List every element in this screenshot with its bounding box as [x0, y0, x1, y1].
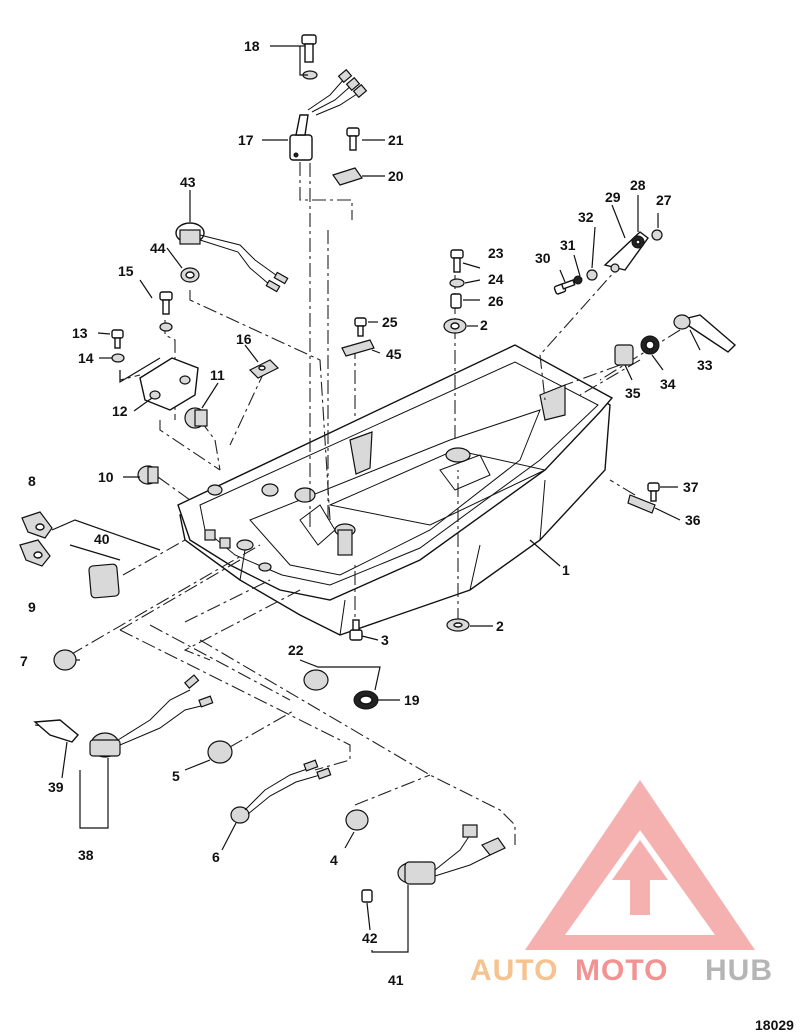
- callout-19: 19: [404, 692, 420, 708]
- parts-bottom: [33, 618, 506, 903]
- callout-20: 20: [388, 168, 404, 184]
- callout-24: 24: [488, 271, 504, 287]
- callout-8: 8: [28, 473, 36, 489]
- callout-44: 44: [150, 240, 166, 256]
- callout-13: 13: [72, 325, 88, 341]
- callout-leaders: [51, 45, 701, 953]
- callout-29: 29: [605, 189, 621, 205]
- callout-16: 16: [236, 331, 252, 347]
- callout-33: 33: [697, 357, 713, 373]
- callout-10: 10: [98, 469, 114, 485]
- callout-27: 27: [656, 192, 672, 208]
- callout-7: 7: [20, 653, 28, 669]
- callout-26: 26: [488, 293, 504, 309]
- callout-15: 15: [118, 263, 134, 279]
- callout-34: 34: [660, 376, 676, 392]
- callout-45: 45: [386, 346, 402, 362]
- callout-25: 25: [382, 314, 398, 330]
- bottom-cowl: [177, 344, 614, 636]
- callout-39: 39: [48, 779, 64, 795]
- callout-31: 31: [560, 237, 576, 253]
- callout-28: 28: [630, 177, 646, 193]
- callout-32: 32: [578, 209, 594, 225]
- callout-36: 36: [685, 512, 701, 528]
- callout-labels: 1 2 2 3 4 5 6 7 8 9 10 11 12 13 14 15 16…: [20, 38, 713, 988]
- callout-5: 5: [172, 768, 180, 784]
- logo-text-auto: AUTO: [470, 954, 558, 987]
- callout-4: 4: [330, 852, 338, 868]
- callout-18: 18: [244, 38, 260, 54]
- callout-22: 22: [288, 642, 304, 658]
- callout-43: 43: [180, 174, 196, 190]
- callout-1: 1: [562, 562, 570, 578]
- callout-42: 42: [362, 930, 378, 946]
- callout-30: 30: [535, 250, 551, 266]
- callout-2-upper: 2: [480, 317, 488, 333]
- parts-top: [19, 34, 737, 599]
- callout-37: 37: [683, 479, 699, 495]
- callout-17: 17: [238, 132, 254, 148]
- callout-6: 6: [212, 849, 220, 865]
- callout-21: 21: [388, 132, 404, 148]
- callout-35: 35: [625, 385, 641, 401]
- callout-9: 9: [28, 599, 36, 615]
- callout-12: 12: [112, 403, 128, 419]
- callout-41: 41: [388, 972, 404, 988]
- figure-number: 18029: [755, 1017, 794, 1033]
- callout-23: 23: [488, 245, 504, 261]
- callout-3: 3: [381, 632, 389, 648]
- callout-14: 14: [78, 350, 94, 366]
- automotohub-logo: AUTO MOTO HUB: [470, 780, 773, 987]
- logo-text-hub: HUB: [705, 954, 773, 987]
- callout-2-lower: 2: [496, 618, 504, 634]
- callout-11: 11: [210, 367, 225, 383]
- logo-text-moto: MOTO: [575, 954, 668, 987]
- callout-38: 38: [78, 847, 94, 863]
- callout-40: 40: [94, 531, 110, 547]
